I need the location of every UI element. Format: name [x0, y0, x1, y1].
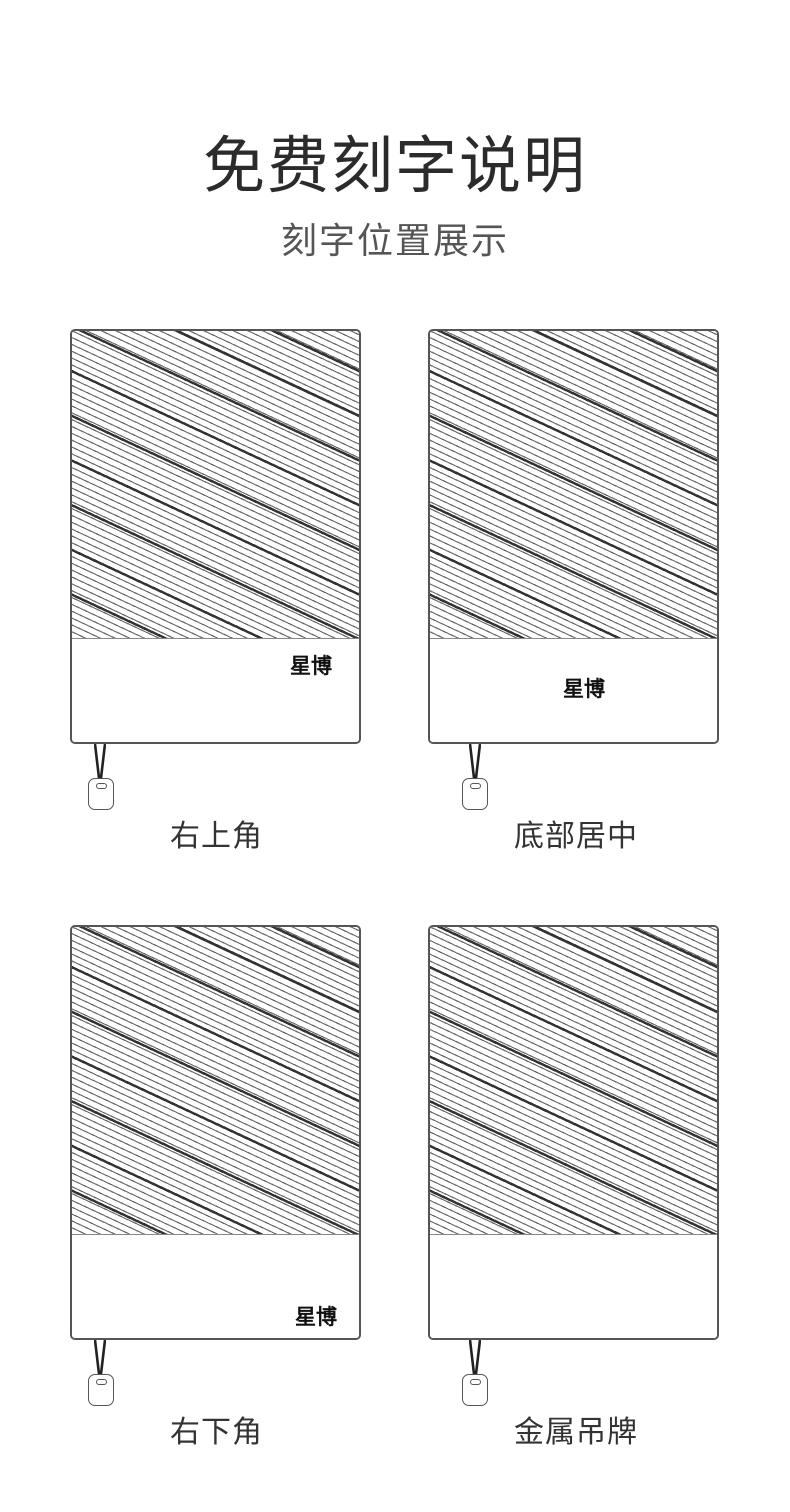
- engraving-option-top-right[interactable]: 星博 右上角: [70, 329, 370, 869]
- cover-band: 星博: [72, 1234, 359, 1338]
- engraving-text: 星博: [563, 676, 605, 701]
- tag-hole: [470, 783, 481, 789]
- notebook-illustration: 星博: [70, 329, 361, 744]
- cover-accent-lines: [430, 927, 717, 1234]
- cover-band: 星博: [72, 638, 359, 742]
- lanyard-cord-icon: [469, 744, 481, 779]
- tag-hole: [96, 783, 107, 789]
- metal-tag-icon: [462, 1374, 488, 1406]
- metal-tag-icon: [88, 778, 114, 810]
- engraving-text: 星博: [295, 1304, 337, 1329]
- page-subtitle: 刻字位置展示: [280, 221, 509, 262]
- cover-accent-lines: [72, 331, 359, 638]
- cover-accent-lines: [430, 331, 717, 638]
- lanyard-cord-icon: [469, 1340, 481, 1375]
- notebook-illustration: [428, 925, 719, 1340]
- metal-tag-icon: [462, 778, 488, 810]
- page-title: 免费刻字说明: [202, 129, 587, 202]
- option-caption: 金属吊牌: [514, 1415, 638, 1450]
- lanyard-cord-icon: [94, 744, 106, 779]
- cover-band: 星博: [430, 638, 717, 742]
- engraving-option-bottom-right[interactable]: 星博 右下角: [70, 925, 370, 1465]
- option-caption: 右上角: [170, 819, 263, 854]
- engraving-option-bottom-center[interactable]: 星博 底部居中: [428, 329, 728, 869]
- tag-hole: [470, 1379, 481, 1385]
- engraving-text: 星博: [290, 653, 332, 678]
- cover-band: [430, 1234, 717, 1338]
- engraving-option-metal-tag[interactable]: 金属吊牌: [428, 925, 728, 1465]
- tag-hole: [96, 1379, 107, 1385]
- option-caption: 底部居中: [514, 819, 638, 854]
- metal-tag-icon: [88, 1374, 114, 1406]
- lanyard-cord-icon: [94, 1340, 106, 1375]
- cover-accent-lines: [72, 927, 359, 1234]
- notebook-illustration: 星博: [70, 925, 361, 1340]
- notebook-illustration: 星博: [428, 329, 719, 744]
- option-caption: 右下角: [170, 1415, 263, 1450]
